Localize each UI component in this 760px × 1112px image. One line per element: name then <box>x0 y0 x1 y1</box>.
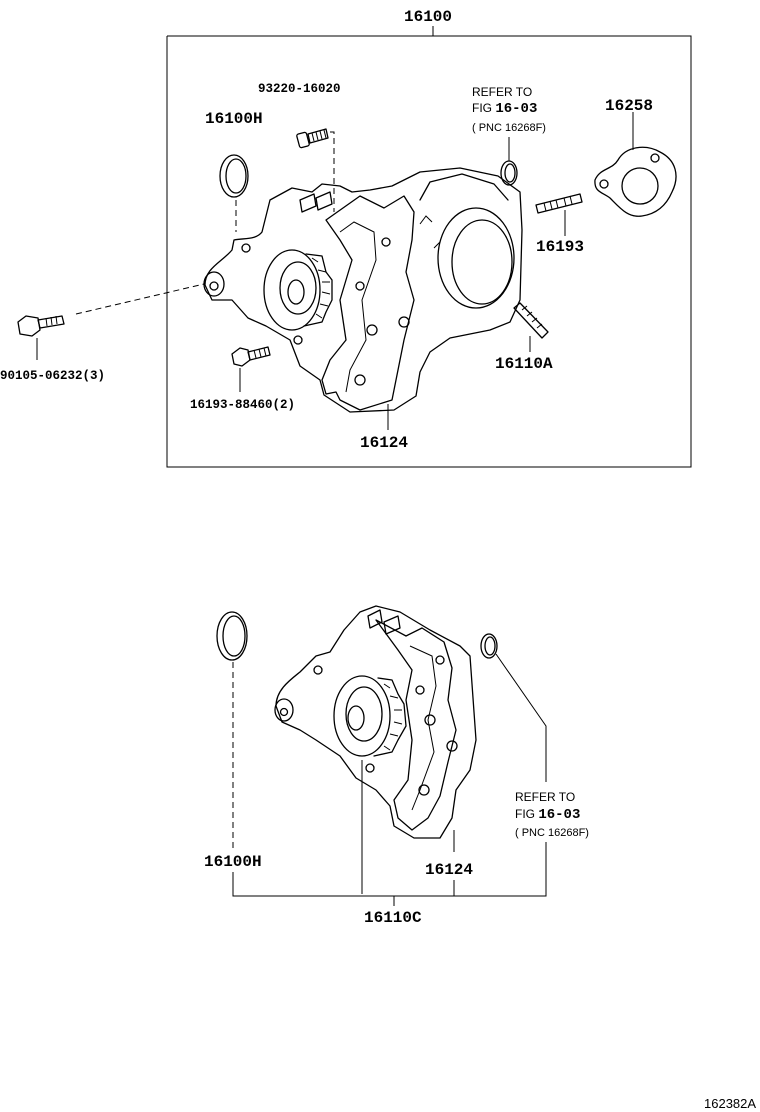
svg-text:FIG 16-03: FIG 16-03 <box>515 807 580 823</box>
top-assembly-group: 16100 16100H 93220-16020 REFER TO FIG 16… <box>0 8 692 468</box>
bottom-assembly-group: 16100H REFER TO FIG 16-03 ( PNC 16268F) <box>204 605 589 927</box>
o-ring-16100h-bottom-icon[interactable] <box>216 611 248 661</box>
part-label-16193-88460[interactable]: 16193-88460(2) <box>190 398 295 412</box>
stud-16110a-icon[interactable] <box>513 302 549 339</box>
gasket-16258-icon[interactable] <box>594 146 677 217</box>
part-label-16100h[interactable]: 16100H <box>205 110 263 128</box>
part-label-16258[interactable]: 16258 <box>605 97 653 115</box>
svg-text:( PNC 16268F): ( PNC 16268F) <box>472 122 546 134</box>
water-pump-assembly-bottom-icon[interactable] <box>274 605 477 839</box>
part-label-16110a[interactable]: 16110A <box>495 355 553 373</box>
part-label-16124-top[interactable]: 16124 <box>360 434 408 452</box>
bolt-93220-icon[interactable] <box>296 128 329 149</box>
o-ring-16268f-bottom-icon[interactable] <box>480 633 498 659</box>
svg-text:REFER TO: REFER TO <box>472 85 532 99</box>
part-label-90105-06232[interactable]: 90105-06232(3) <box>0 369 105 383</box>
stud-16193-icon[interactable] <box>535 193 583 214</box>
part-label-93220-16020[interactable]: 93220-16020 <box>258 82 341 96</box>
figure-id: 162382A <box>704 1096 756 1111</box>
bolt-16193-88460-icon[interactable] <box>231 346 271 367</box>
svg-text:( PNC 16268F): ( PNC 16268F) <box>515 827 589 839</box>
svg-text:FIG 16-03: FIG 16-03 <box>472 101 537 117</box>
refer-note-top: REFER TO FIG 16-03 ( PNC 16268F) <box>472 85 546 134</box>
part-label-16100h-bottom[interactable]: 16100H <box>204 853 262 871</box>
part-label-16193[interactable]: 16193 <box>536 238 584 256</box>
water-pump-assembly-top-icon[interactable] <box>203 167 523 413</box>
assembly-label-16100[interactable]: 16100 <box>404 8 452 26</box>
svg-text:REFER TO: REFER TO <box>515 790 575 804</box>
assembly-label-16110c[interactable]: 16110C <box>364 909 422 927</box>
o-ring-16100h-icon[interactable] <box>219 154 249 198</box>
part-label-16124-bottom[interactable]: 16124 <box>425 861 473 879</box>
assembly-frame <box>166 35 692 468</box>
bolt-90105-icon[interactable] <box>17 315 65 337</box>
o-ring-16268f-icon[interactable] <box>500 160 518 186</box>
refer-note-bottom: REFER TO FIG 16-03 ( PNC 16268F) <box>515 790 589 839</box>
